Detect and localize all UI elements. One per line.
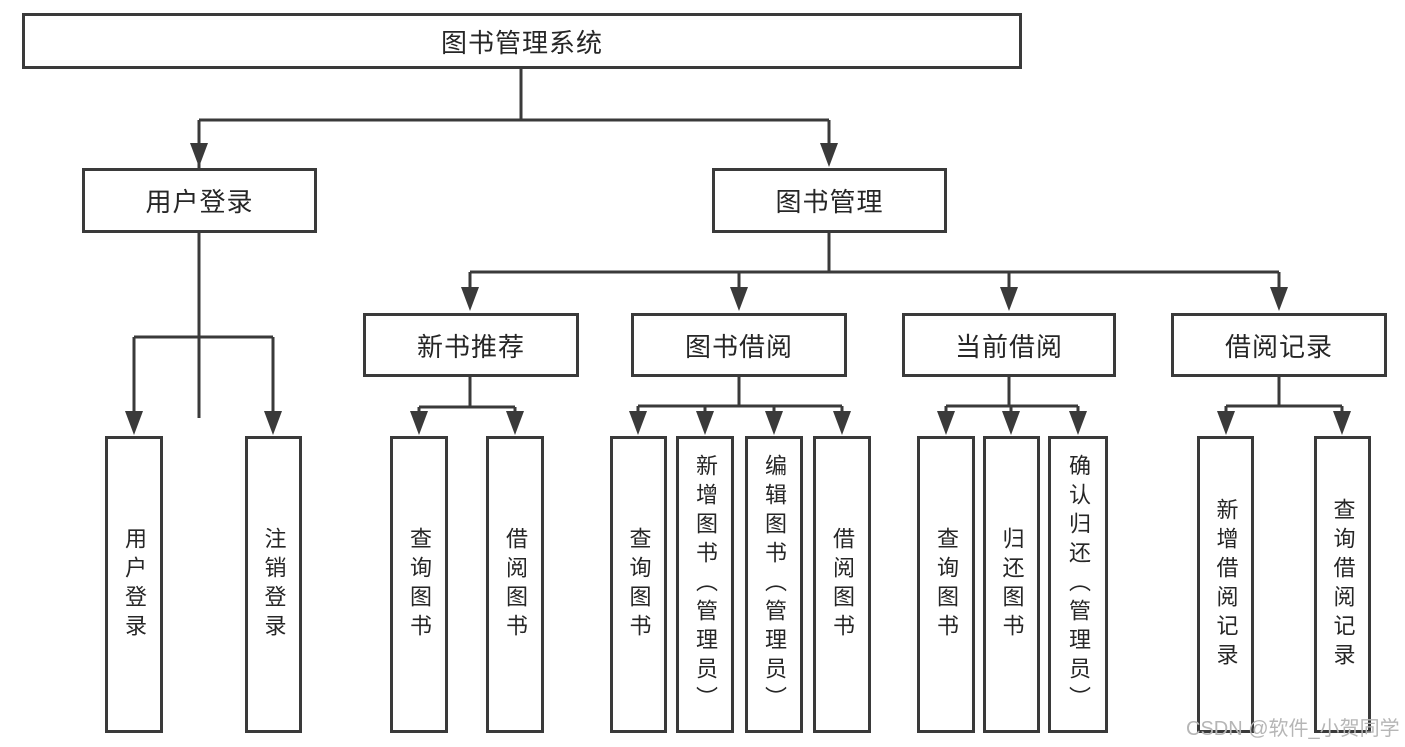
leaf-borrow-borrow: 借阅图书 [813,436,871,733]
leaf-records-query: 查询借阅记录 [1314,436,1371,733]
leaf-borrow-edit-admin-label: 编辑图书（管理员） [762,454,787,715]
node-user-login-label: 用户登录 [145,187,254,217]
leaf-current-confirm-admin-label: 确认归还（管理员） [1066,454,1091,715]
arrowheads [125,143,1351,435]
leaf-newbooks-query: 查询图书 [390,436,448,733]
leaf-current-query: 查询图书 [917,436,975,733]
leaf-records-add-label: 新增借阅记录 [1213,497,1239,672]
node-root-label: 图书管理系统 [440,27,603,58]
node-book-management-label: 图书管理 [775,187,884,217]
node-borrow-records-label: 借阅记录 [1224,331,1333,362]
node-user-login-branch: 用户登录 [82,168,317,233]
node-current-borrow: 当前借阅 [902,313,1116,377]
leaf-borrow-query-label: 查询图书 [626,526,652,643]
leaf-user-login-label: 用户登录 [122,526,147,643]
leaf-borrow-add-admin-label: 新增图书（管理员） [693,454,718,715]
leaf-newbooks-borrow: 借阅图书 [486,436,544,733]
node-new-book-recommend: 新书推荐 [363,313,579,377]
leaf-newbooks-query-label: 查询图书 [407,526,432,643]
leaf-current-query-label: 查询图书 [934,526,959,643]
leaf-records-add: 新增借阅记录 [1197,436,1254,733]
leaf-borrow-add-admin: 新增图书（管理员） [676,436,734,733]
leaf-newbooks-borrow-label: 借阅图书 [503,526,528,643]
leaf-borrow-query: 查询图书 [610,436,667,733]
leaf-current-return: 归还图书 [983,436,1040,733]
node-new-book-recommend-label: 新书推荐 [416,331,525,362]
leaf-borrow-borrow-label: 借阅图书 [830,526,855,643]
node-book-borrow: 图书借阅 [631,313,847,377]
leaf-current-confirm-admin: 确认归还（管理员） [1048,436,1108,733]
csdn-watermark: CSDN @软件_小贺同学 [1186,718,1400,740]
leaf-records-query-label: 查询借阅记录 [1330,497,1356,672]
node-book-borrow-label: 图书借阅 [684,331,793,362]
node-book-management-branch: 图书管理 [712,168,947,233]
node-borrow-records: 借阅记录 [1171,313,1387,377]
leaf-logout-label: 注销登录 [261,526,287,643]
node-current-borrow-label: 当前借阅 [954,331,1063,362]
leaf-current-return-label: 归还图书 [999,526,1025,643]
leaf-borrow-edit-admin: 编辑图书（管理员） [745,436,803,733]
node-root-system: 图书管理系统 [22,13,1022,69]
leaf-user-login: 用户登录 [105,436,163,733]
leaf-logout: 注销登录 [245,436,302,733]
